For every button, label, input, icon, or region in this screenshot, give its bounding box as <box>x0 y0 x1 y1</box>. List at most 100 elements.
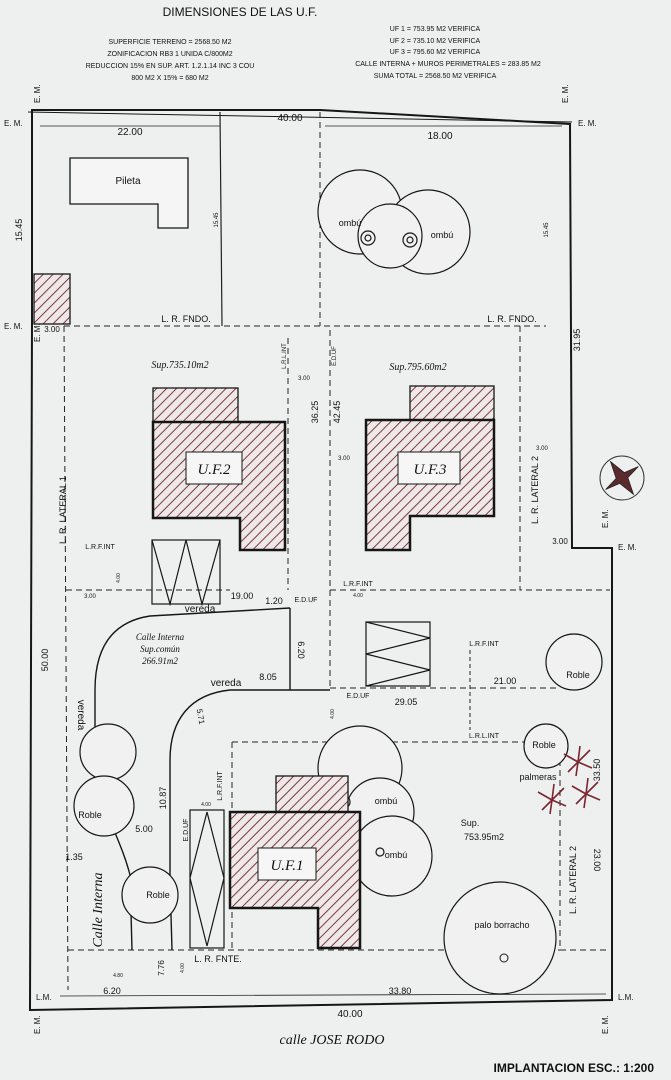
ombu-label-2: ombú <box>431 230 454 240</box>
note-superficie: SUPERFICIE TERRENO = 2568.50 M2 <box>109 39 232 46</box>
uf2-main <box>151 420 287 552</box>
dim-line-bottom <box>59 993 607 997</box>
lr-fondo-label-right: L. R. FNDO. <box>487 314 537 324</box>
top-edge <box>27 111 573 123</box>
ed-uf-label-mid: E.D.UF <box>295 597 318 604</box>
em-marker-left-1: E. M. <box>4 119 23 128</box>
note-uf2: UF 2 = 735.10 M2 VERIFICA <box>390 38 481 45</box>
ombu-lower-label-1: ombú <box>375 796 398 806</box>
lrf-int-label-uf2: L.R.F.INT <box>85 544 115 551</box>
dim-805: 8.05 <box>259 672 277 682</box>
uf1-label-box <box>257 847 317 881</box>
note-calc: 800 M2 X 15% = 680 M2 <box>131 75 208 82</box>
dim-right-upper: 31.95 <box>572 329 582 352</box>
garage-zigzag-uf3 <box>365 621 431 687</box>
note-uf1: UF 1 = 753.95 M2 VERIFICA <box>390 26 481 33</box>
tree-trunk-a-inner <box>364 234 372 242</box>
garage-frame-uf3 <box>365 621 431 687</box>
dim-2100: 21.00 <box>494 676 517 686</box>
dim-small-400-a: 4.00 <box>116 573 122 583</box>
ombu-lower-label-2: ombú <box>385 850 408 860</box>
ed-uf-label-upper: E.D.UF <box>332 346 338 366</box>
uf2-building: U.F.2 <box>151 387 287 552</box>
dim-left-upper: 15.45 <box>14 219 24 242</box>
em-marker-bottom-right: E. M. <box>601 1015 610 1034</box>
boundary-outline <box>28 109 613 1012</box>
palo-borracho-label: palo borracho <box>474 920 529 930</box>
roble-label-4: Roble <box>146 890 170 900</box>
street-name: calle JOSE RODO <box>280 1033 385 1048</box>
uf1-garage: L.R.F.INT 4.00 E.D.UF <box>183 770 225 949</box>
dim-left-small: 3.00 <box>44 325 60 334</box>
roble-right-lower <box>523 723 569 769</box>
uf3-annex <box>409 385 495 423</box>
em-marker-left-3: E. M. <box>33 323 42 342</box>
dim-small-300-e: 3.00 <box>84 594 96 600</box>
scale-label: IMPLANTACION ESC.: 1:200 <box>494 1061 655 1075</box>
dim-bottom-620: 6.20 <box>103 986 121 996</box>
roble-left-1 <box>79 723 137 781</box>
left-notes: SUPERFICIE TERRENO = 2568.50 M2 ZONIFICA… <box>86 39 255 82</box>
em-marker-left-2: E. M. <box>4 322 23 331</box>
dim-small-400-b: 4.00 <box>353 593 363 599</box>
dim-500: 5.00 <box>135 824 153 834</box>
tree-trunk-b-inner <box>406 236 414 244</box>
lr-int-label: L.R.L.INT <box>282 343 288 369</box>
note-calle: CALLE INTERNA + MUROS PERIMETRALES = 283… <box>355 61 541 68</box>
dim-620: 6.20 <box>296 641 306 659</box>
lr-fondo-label-left: L. R. FNDO. <box>161 314 211 324</box>
lr-lateral2-upper-label: L. R. LATERAL 2 <box>530 456 540 524</box>
dim-small-300-d: 3.00 <box>552 537 568 546</box>
uf3-area-label: Sup.795.60m2 <box>389 362 446 373</box>
lm-marker-right: L.M. <box>618 993 634 1002</box>
setback-lines <box>63 325 610 991</box>
lrf-int-label-uf3: L.R.F.INT <box>343 581 373 588</box>
note-total: SUMA TOTAL = 2568.50 M2 VERIFICA <box>374 73 497 80</box>
street-label-c: 266.91m2 <box>142 656 178 666</box>
dim-top-left: 22.00 <box>117 127 142 138</box>
vereda-label-2: vereda <box>211 678 242 689</box>
lr-lateral2-lower-label: L. R. LATERAL 2 <box>568 846 578 914</box>
roble-label-1: Roble <box>566 670 590 680</box>
lrf-int-label-right: L.R.F.INT <box>469 641 499 648</box>
dim-small-300-c: 3.00 <box>536 446 548 452</box>
dim-135: 1.35 <box>65 852 83 862</box>
vereda-label-1: vereda <box>185 604 216 615</box>
dim-v-36: 36.25 <box>310 401 320 424</box>
street-label-b: Sup.común <box>140 644 180 654</box>
em-marker-right-1: E. M. <box>578 119 597 128</box>
em-marker-top-left: E. M. <box>33 84 42 103</box>
uf3-garage: L.R.F.INT 4.00 E.D.UF 29.05 4.00 <box>330 581 431 719</box>
roble-label-3: Roble <box>78 810 102 820</box>
uf1-area-label-b: 753.95m2 <box>464 832 504 842</box>
drawing-title: DIMENSIONES DE LAS U.F. <box>163 5 318 19</box>
lr-lateral1-line <box>63 325 69 991</box>
palm-trees-icon <box>537 745 601 815</box>
compass-ring <box>599 455 645 501</box>
ombu-label-1: ombú <box>339 218 362 228</box>
em-marker-top-right: E. M. <box>561 84 570 103</box>
uf3-main <box>364 418 496 552</box>
lr-lint-label: L.R.L.INT <box>469 733 500 740</box>
ombu-trees-top <box>317 169 471 275</box>
dim-2905: 29.05 <box>395 697 418 707</box>
lr-lateral2-upper-line <box>519 326 610 591</box>
roble-left-2 <box>73 775 135 837</box>
uf3-building: U.F.3 <box>364 385 496 552</box>
uf1-area-label-a: Sup. <box>461 818 480 828</box>
em-marker-right-2: E. M. <box>601 509 610 528</box>
lr-frente-label: L. R. FNTE. <box>194 954 242 964</box>
dim-776: 7.76 <box>157 960 166 976</box>
dim-1087: 10.87 <box>158 787 168 810</box>
dim-1900: 19.00 <box>231 591 254 601</box>
uf1-annex <box>275 775 349 813</box>
roble-trees <box>73 633 603 924</box>
uf2-label-box <box>185 451 243 485</box>
hatched-block-top-left <box>33 273 71 325</box>
roble-right-upper <box>545 633 603 691</box>
ed-uf-label-lower: E.D.UF <box>347 693 370 700</box>
dim-small-400-d: 4.00 <box>201 802 211 808</box>
note-zonificacion: ZONIFICACION RB3 1 UNIDA C/800M2 <box>107 51 232 58</box>
